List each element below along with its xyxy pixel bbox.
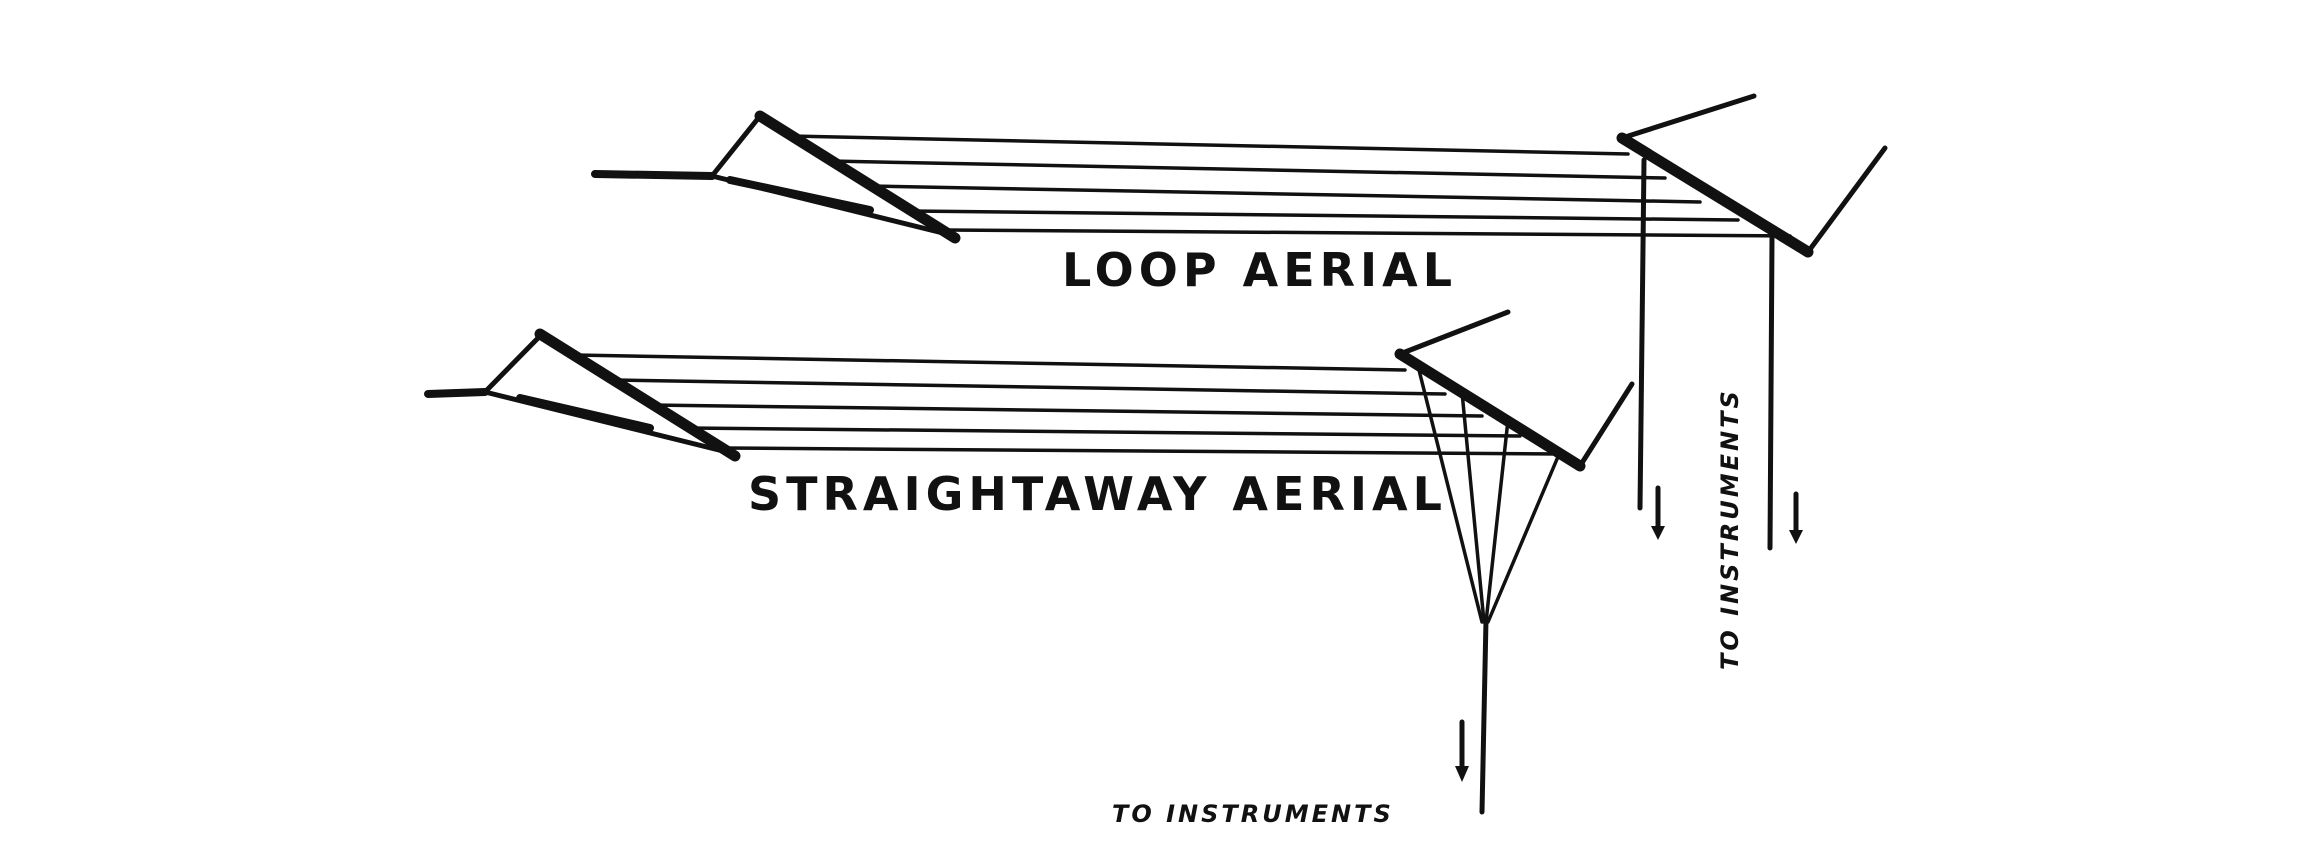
loop-wire-4 xyxy=(908,209,1740,222)
to-instruments-bottom-label: TO INSTRUMENTS xyxy=(1112,800,1394,828)
loop-aerial xyxy=(591,93,1888,551)
loop-left-spreader xyxy=(754,110,961,244)
straight-lead-4 xyxy=(1486,450,1562,624)
straight-wire-2 xyxy=(613,378,1447,396)
straight-lead-2 xyxy=(1460,390,1486,624)
loop-wire-5 xyxy=(943,228,1792,238)
loop-wire-1 xyxy=(788,134,1630,156)
straightaway-aerial xyxy=(424,309,1635,815)
straight-lead-3 xyxy=(1484,418,1510,624)
straight-left-anchor-rope xyxy=(424,388,489,398)
loop-lead-left xyxy=(1637,157,1647,511)
loop-left-anchor-rope xyxy=(591,170,716,180)
straight-right-guy-upper xyxy=(1397,309,1511,357)
loop-right-spreader xyxy=(1616,132,1814,258)
loop-arrow-right-head xyxy=(1789,530,1803,544)
loop-left-bridle-heavy xyxy=(726,176,874,214)
loop-left-bridle-upper xyxy=(709,113,763,179)
loop-arrow-left-head xyxy=(1651,526,1665,540)
to-instruments-side-label: TO INSTRUMENTS xyxy=(1716,388,1744,670)
loop-wire-2 xyxy=(828,159,1667,180)
loop-lead-right xyxy=(1767,235,1775,551)
straight-right-spreader xyxy=(1394,348,1586,472)
straight-wire-4 xyxy=(686,426,1522,438)
straight-right-guy-lower xyxy=(1577,381,1635,469)
straight-lead-1 xyxy=(1416,364,1484,624)
straight-down-lead xyxy=(1479,617,1489,815)
straight-left-bridle-heavy xyxy=(516,394,654,432)
straight-arrow-head xyxy=(1455,766,1469,782)
straight-left-spreader xyxy=(534,328,741,462)
straightaway-aerial-label: STRAIGHTAWAY AERIAL xyxy=(748,467,1447,521)
loop-aerial-label: LOOP AERIAL xyxy=(1062,243,1457,297)
loop-right-guy-upper xyxy=(1619,93,1757,141)
loop-wire-3 xyxy=(868,184,1702,204)
straight-left-bridle-upper xyxy=(482,333,543,395)
straight-wire-1 xyxy=(573,353,1407,372)
loop-right-guy-lower xyxy=(1805,145,1888,255)
straight-wire-5 xyxy=(720,446,1562,456)
straight-wire-3 xyxy=(648,403,1484,418)
